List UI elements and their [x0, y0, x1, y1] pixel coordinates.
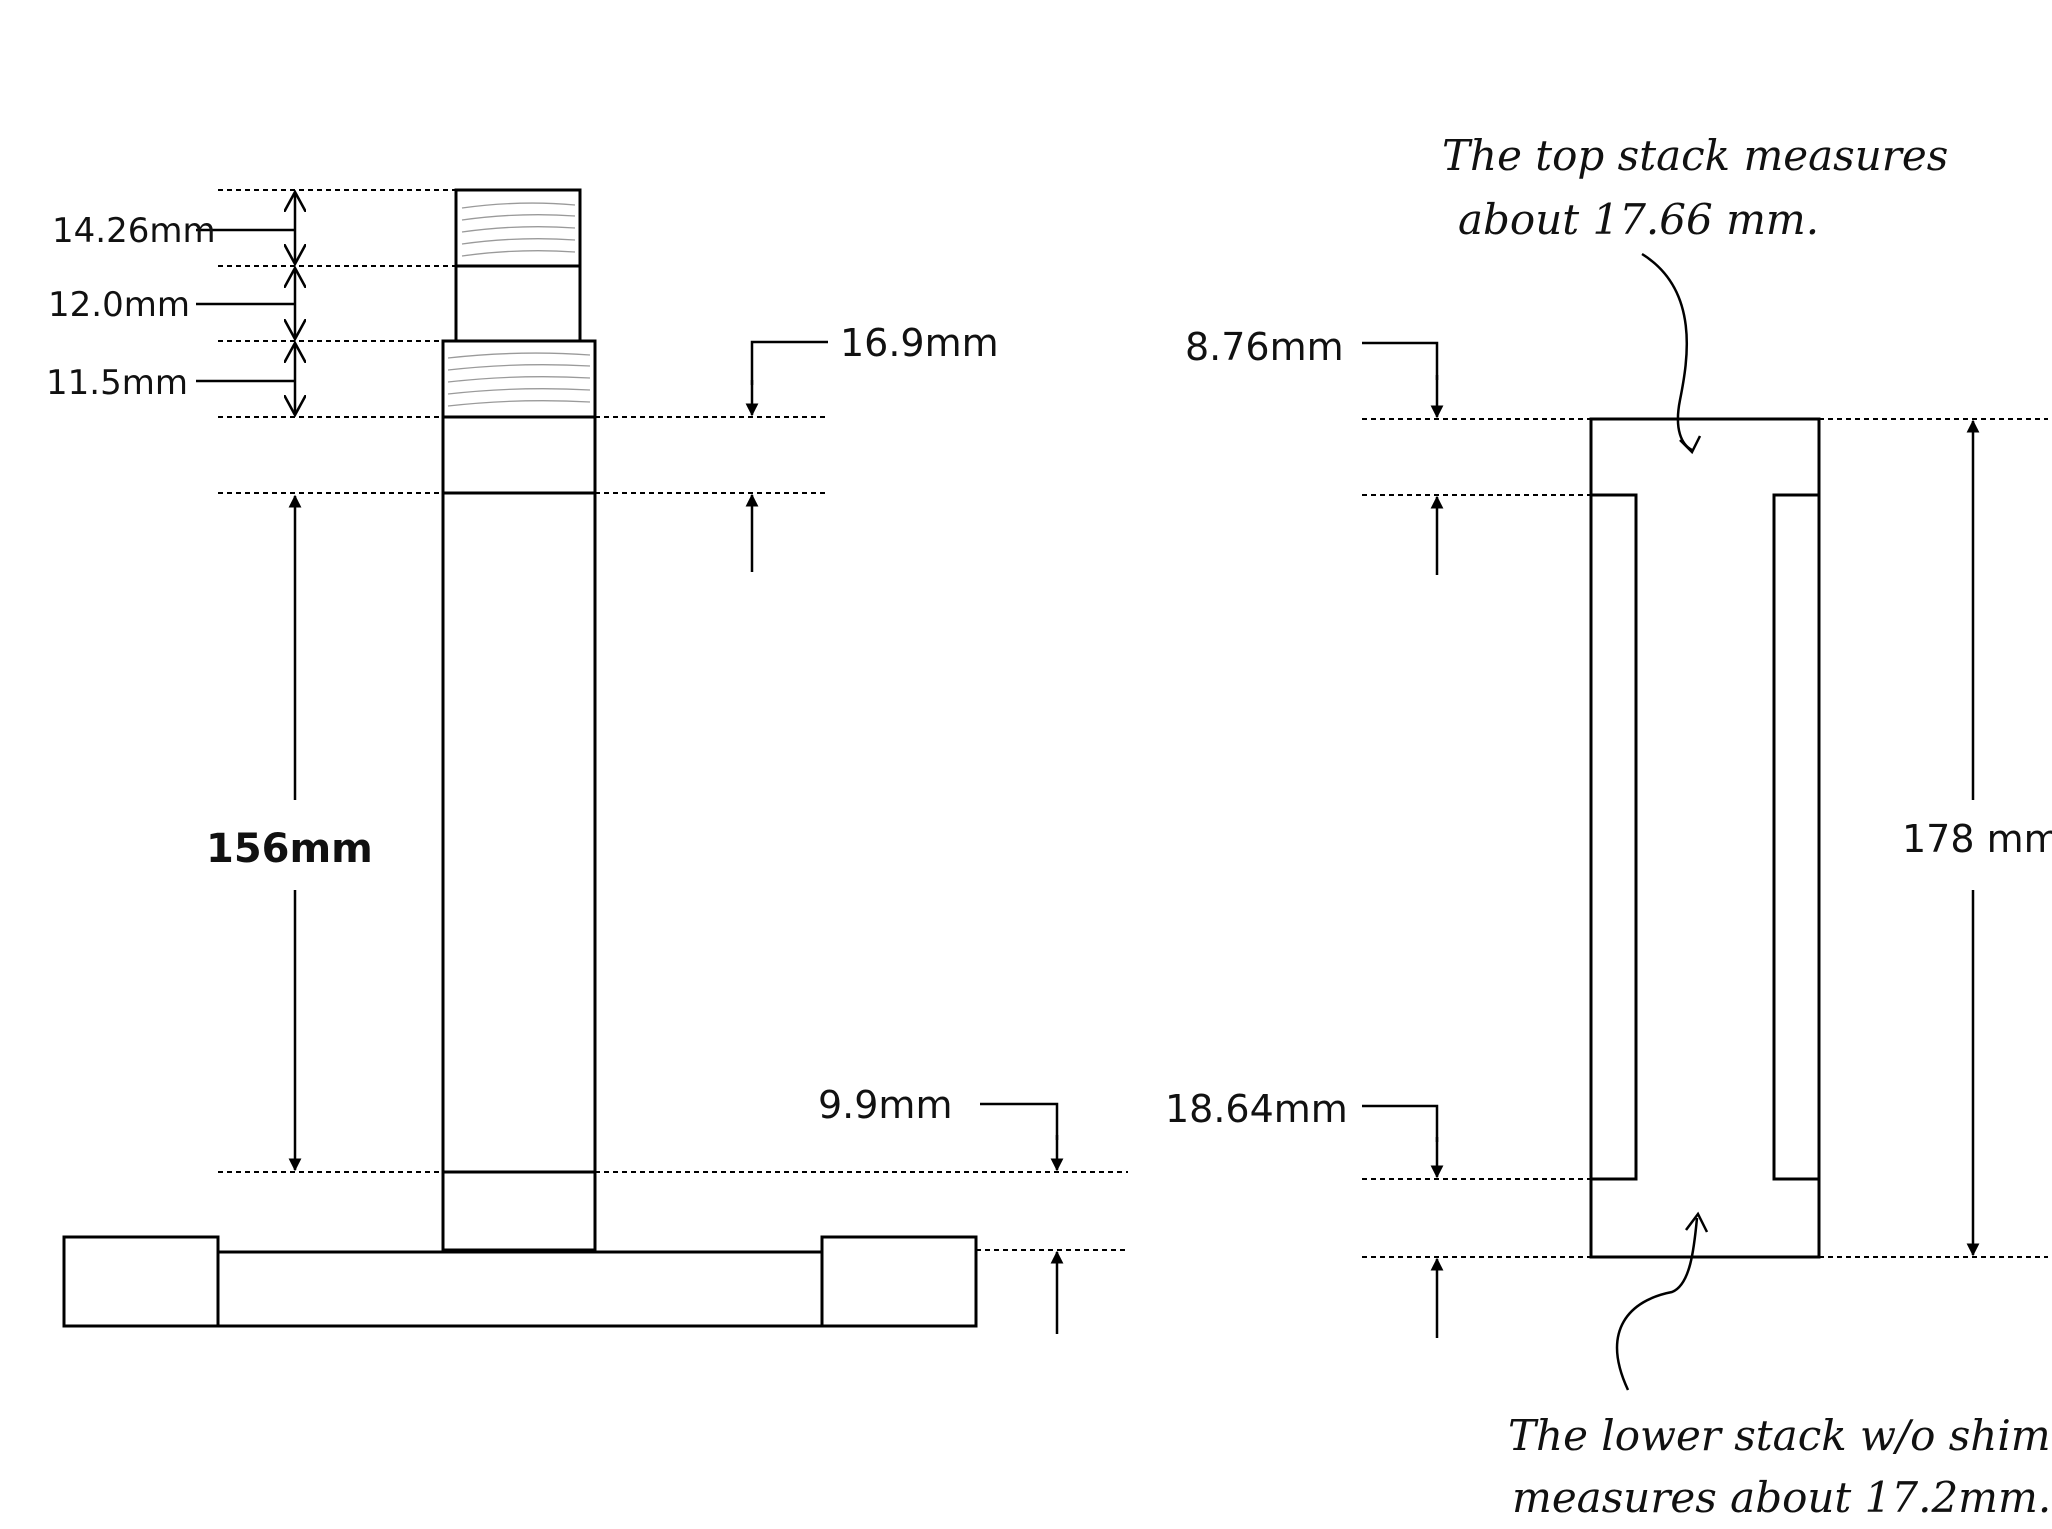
- note-top-line2: about 17.66 mm.: [1458, 195, 1819, 244]
- hatch-lower: [447, 352, 591, 407]
- lower-spacer-hatched: [441, 339, 597, 419]
- leader-line: [1362, 1104, 1439, 1142]
- note-bottom-line1: The lower stack w/o shim: [1508, 1411, 2051, 1460]
- hatch-top: [461, 202, 576, 257]
- leader-line: [980, 1102, 1059, 1140]
- right-view: 8.76mm 18.64mm 178 mm The top stack meas…: [1165, 131, 2052, 1522]
- dim-label-9-9: 9.9mm: [818, 1083, 952, 1127]
- dim-label-11-5: 11.5mm: [46, 363, 188, 403]
- fork-crown: [216, 1250, 824, 1328]
- dim-label-178: 178 mm: [1902, 817, 2052, 861]
- top-cup: [441, 415, 597, 495]
- note-arrow-top: [1641, 252, 1693, 452]
- dim-label-12-0: 12.0mm: [48, 285, 190, 325]
- crown-left-block: [62, 1235, 220, 1328]
- crown-right-block: [820, 1235, 978, 1328]
- note-arrowhead-top: [1679, 435, 1702, 455]
- dim-label-8-76: 8.76mm: [1185, 325, 1344, 369]
- dim-label-14-26: 14.26mm: [52, 211, 216, 251]
- dim-label-16-9: 16.9mm: [840, 321, 999, 365]
- section-left-wall: [1589, 493, 1638, 1181]
- left-view: 14.26mm 12.0mm 11.5mm 16.9mm 156mm 9.9mm: [46, 188, 1128, 1334]
- dim-label-156: 156mm: [206, 826, 373, 872]
- note-arrowhead-bottom: [1685, 1211, 1709, 1233]
- note-arrow-bottom: [1616, 1217, 1699, 1391]
- head-tube-section: [1589, 417, 1821, 1259]
- dim-label-18-64: 18.64mm: [1165, 1087, 1348, 1131]
- note-top-line1: The top stack measures: [1442, 131, 1948, 180]
- leader-line: [750, 340, 828, 385]
- middle-spacer: [454, 264, 582, 343]
- section-right-wall: [1772, 493, 1821, 1181]
- note-bottom-line2: measures about 17.2mm.: [1512, 1473, 2051, 1522]
- leader-line: [1362, 341, 1439, 380]
- lower-cup: [441, 1170, 597, 1252]
- head-tube: [441, 491, 597, 1174]
